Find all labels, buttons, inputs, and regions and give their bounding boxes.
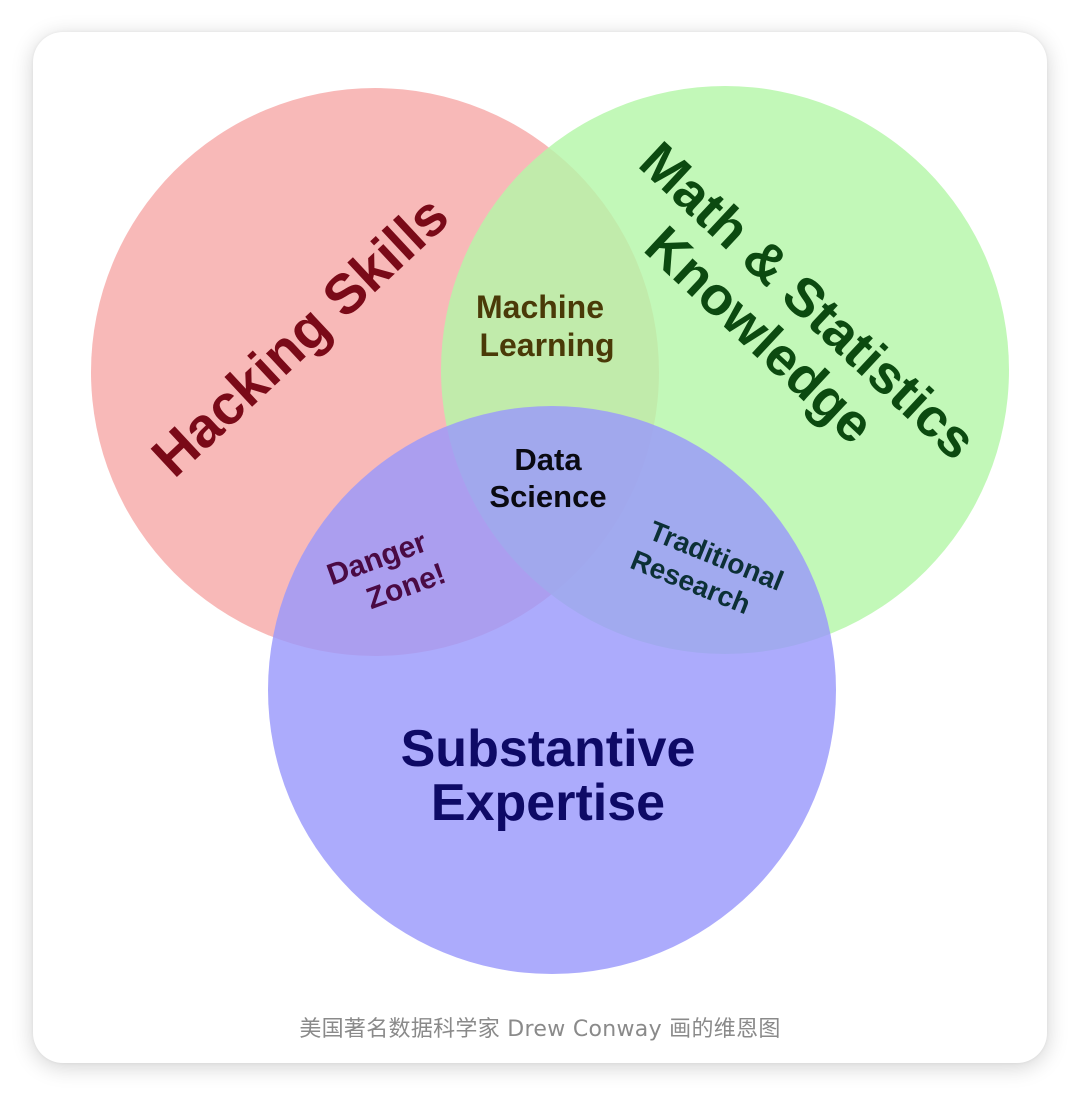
machine-learning-label-line2: Learning (479, 327, 614, 363)
image-caption: 美国著名数据科学家 Drew Conway 画的维恩图 (299, 1017, 781, 1042)
substantive-expertise-circle (268, 406, 836, 974)
data-science-label-line2: Science (489, 479, 606, 514)
substantive-expertise-label-line2: Expertise (431, 774, 665, 832)
data-science-label-line1: Data (514, 442, 582, 477)
substantive-expertise-label: Substantive Expertise (401, 720, 696, 832)
machine-learning-label: Machine Learning (476, 289, 615, 363)
data-science-label: Data Science (489, 442, 606, 514)
substantive-expertise-label-line1: Substantive (401, 720, 696, 778)
machine-learning-label-line1: Machine (476, 289, 604, 325)
